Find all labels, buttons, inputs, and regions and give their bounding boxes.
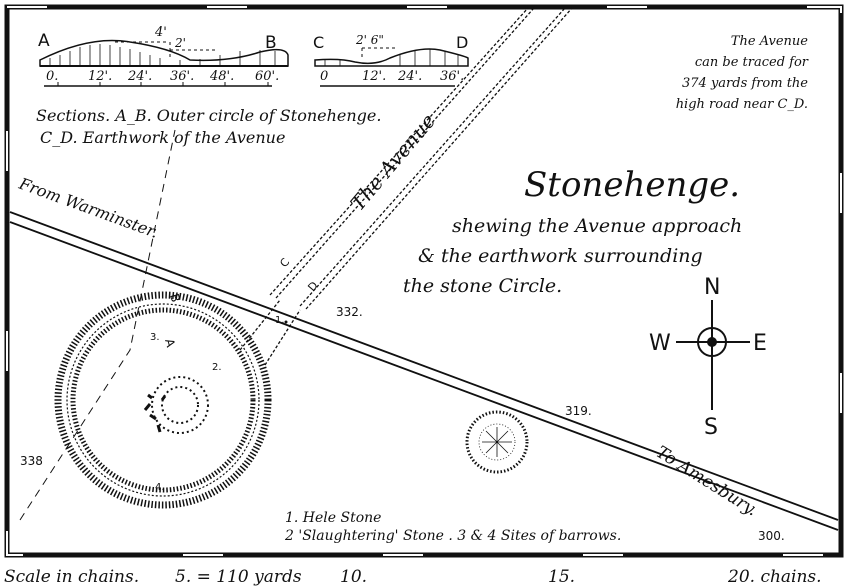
section-cd-height: 2' 6" xyxy=(355,33,384,47)
to-amesbury-label: To Amesbury. xyxy=(652,442,761,520)
avenue-note-line: 374 yards from the xyxy=(682,76,808,91)
scale-twenty: 20. chains. xyxy=(727,567,822,587)
section-a-label: A xyxy=(38,31,50,51)
section-ab-line xyxy=(19,129,176,521)
subtitle-line: the stone Circle. xyxy=(403,275,562,297)
avenue-note-line: can be traced for xyxy=(695,55,809,70)
circle-a-label: A xyxy=(162,337,178,349)
sections-caption-2: C_D. Earthwork of the Avenue xyxy=(40,128,285,147)
section-ab-tick: 0. xyxy=(46,69,58,84)
frame-pattern xyxy=(6,6,842,556)
section-ab-height-1: 4' xyxy=(154,25,167,40)
compass-west: W xyxy=(649,331,671,356)
elevation-label: 319. xyxy=(565,404,592,418)
section-cd-tick: 24'. xyxy=(397,69,422,84)
section-ab-height-2: 2' xyxy=(174,36,186,50)
compass-rose xyxy=(676,300,750,410)
avenue xyxy=(239,7,573,366)
site-4-label: 4. xyxy=(155,482,165,493)
section-ab-tick: 24'. xyxy=(127,69,152,84)
barrow xyxy=(465,410,529,474)
section-ab-tick: 12'. xyxy=(88,69,112,84)
scale-five: 5. = 110 yards xyxy=(175,567,302,587)
scale-fifteen: 15. xyxy=(548,567,575,587)
avenue-d-label: D xyxy=(305,279,320,294)
section-ab-tick: 48'. xyxy=(209,69,234,84)
site-1-label: 1. xyxy=(275,315,285,326)
subtitle-line: & the earthwork surrounding xyxy=(418,245,703,267)
compass-east: E xyxy=(753,331,767,356)
avenue-note-line: high road near C_D. xyxy=(676,97,808,112)
sections-caption-1: Sections. A_B. Outer circle of Stoneheng… xyxy=(36,106,381,125)
section-ab-tick: 60'. xyxy=(255,69,279,84)
section-cd-tick: 12'. xyxy=(362,69,386,84)
section-ab-profile xyxy=(39,39,289,87)
compass-south: S xyxy=(704,415,718,440)
section-b-label: B xyxy=(265,33,277,53)
elevation-label: 300. xyxy=(758,529,785,543)
scale-ten: 10. xyxy=(340,567,367,587)
high-road xyxy=(9,211,839,531)
hele-stone-marker xyxy=(284,320,288,324)
avenue-note-line: The Avenue xyxy=(731,34,809,49)
compass-north: N xyxy=(704,275,720,300)
site-2-label: 2. xyxy=(212,362,222,373)
section-cd-tick: 36'. xyxy=(440,69,464,84)
site-3-label: 3. xyxy=(150,332,160,343)
section-cd-tick: 0 xyxy=(320,69,328,84)
section-ab-tick: 36'. xyxy=(170,69,194,84)
section-cd-profile xyxy=(314,47,469,87)
avenue-c-label: C xyxy=(277,255,292,269)
elevation-label: 332. xyxy=(336,305,363,319)
legend-line-1: 1. Hele Stone xyxy=(285,510,381,526)
subtitle-line: shewing the Avenue approach xyxy=(452,215,742,237)
stone-circle-earthwork xyxy=(54,291,272,509)
circle-b-label: B xyxy=(167,292,183,304)
legend-line-2: 2 'Slaughtering' Stone . 3 & 4 Sites of … xyxy=(284,528,621,544)
elevation-label: 338 xyxy=(20,454,43,468)
section-c-label: C xyxy=(313,33,324,52)
scale-label: Scale in chains. xyxy=(4,567,139,587)
section-d-label: D xyxy=(456,33,468,52)
map-title: Stonehenge. xyxy=(524,165,740,205)
